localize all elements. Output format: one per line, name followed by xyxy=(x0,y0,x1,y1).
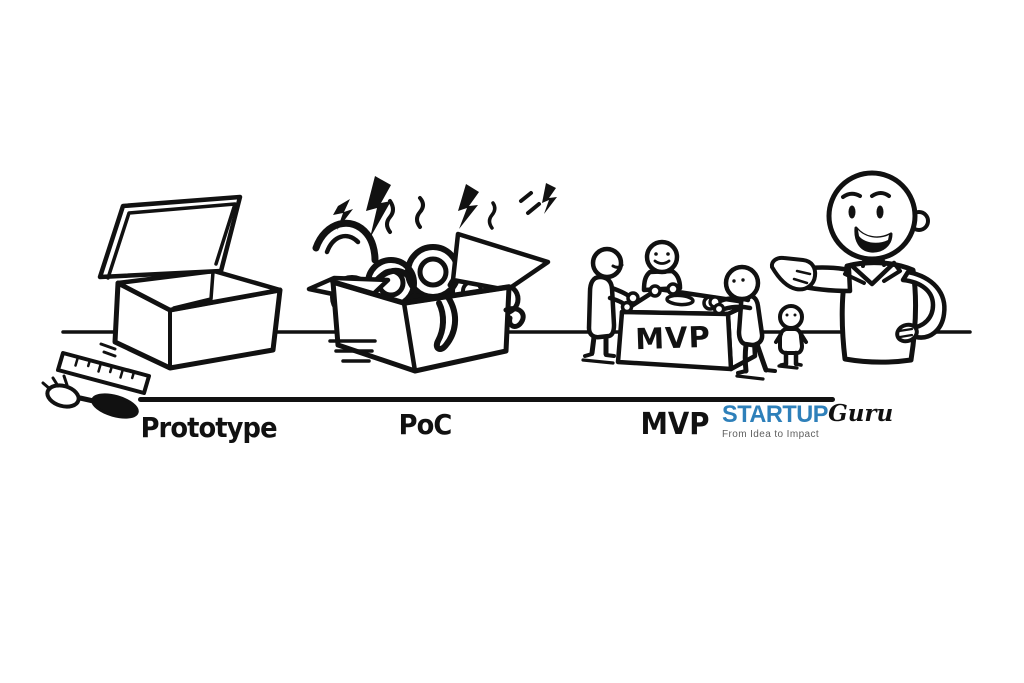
poc-illustration xyxy=(306,176,557,374)
mentor-figure-icon xyxy=(769,170,947,365)
stage-label-poc: PoC xyxy=(398,408,453,441)
mvp-box-label: MVP xyxy=(635,320,712,357)
teammate-right-icon xyxy=(702,264,777,375)
brand-name: STARTUP xyxy=(722,401,828,428)
stage-label-mvp: MVP xyxy=(640,407,710,442)
mentor-head xyxy=(826,170,930,262)
ground-strokes xyxy=(581,358,799,381)
prototype-illustration xyxy=(41,194,283,419)
pointing-hand-icon xyxy=(769,255,853,294)
lightning-bolts-icon xyxy=(333,176,557,238)
ruler-icon xyxy=(56,351,151,395)
messy-box-icon xyxy=(306,231,551,374)
arm-on-hip xyxy=(895,269,947,344)
brand-tagline: From Idea to Impact xyxy=(722,429,820,440)
speed-lines xyxy=(328,339,377,363)
stage-label-prototype: Prototype xyxy=(140,411,278,444)
caption-divider-line xyxy=(138,397,835,402)
mvp-illustration: MVP xyxy=(581,239,808,381)
teammate-left-icon xyxy=(583,246,624,358)
brand-logo: STARTUP Guru From Idea to Impact xyxy=(722,400,894,440)
open-empty-box-icon xyxy=(97,194,283,371)
child-figure-icon xyxy=(774,304,808,367)
collar xyxy=(843,255,902,287)
brand-suffix: Guru xyxy=(828,400,894,427)
fork-tool-icon xyxy=(41,374,139,419)
hands-on-box xyxy=(607,282,680,314)
